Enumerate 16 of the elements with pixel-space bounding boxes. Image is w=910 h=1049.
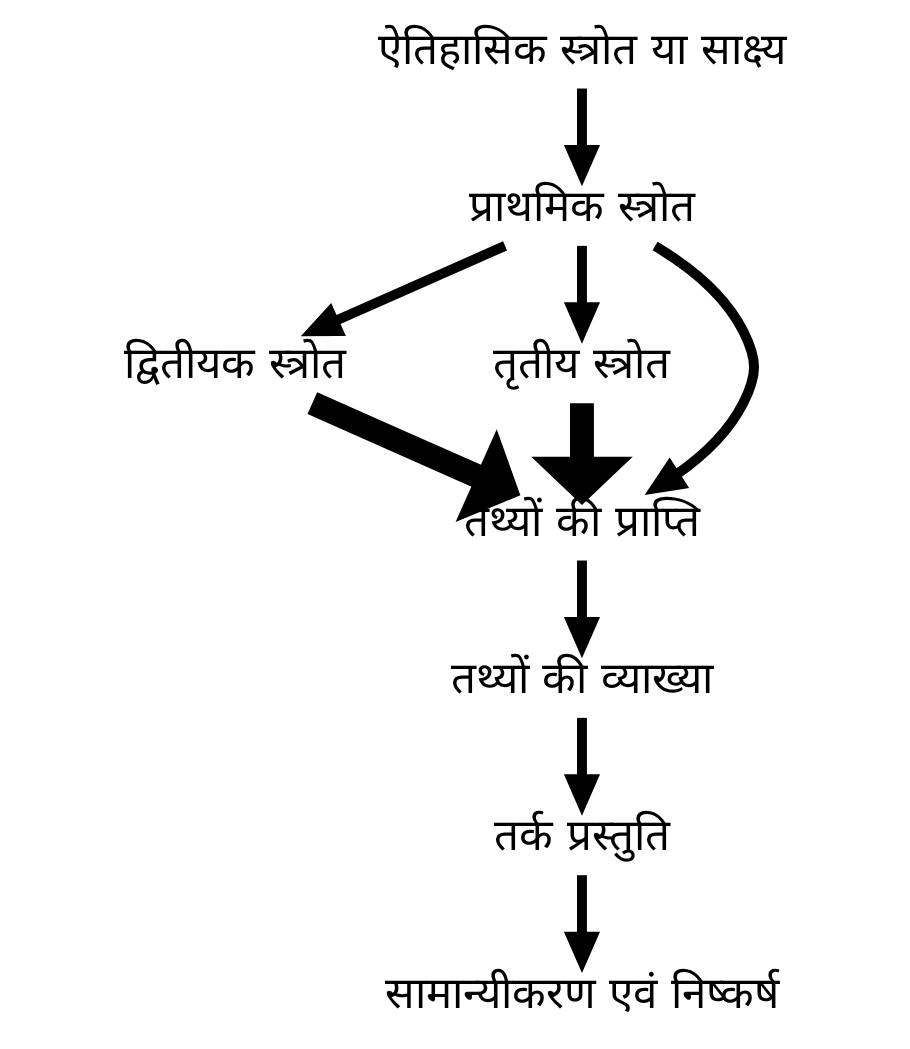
arrow (563, 88, 600, 187)
node-text: तथ्यों की व्याख्या (450, 651, 713, 703)
node-text: तर्क प्रस्तुति (493, 809, 670, 861)
arrow (563, 560, 600, 659)
node-text: ऐतिहासिक स्त्रोत या साक्ष्य (377, 22, 786, 74)
node-text: द्वितीयक स्त्रोत (123, 337, 346, 389)
arrow (563, 717, 600, 816)
arrow (563, 245, 600, 344)
arrow (563, 875, 600, 973)
node-text: तृतीय स्त्रोत (493, 337, 670, 389)
arrow (300, 241, 507, 337)
arrow (307, 392, 520, 523)
node-text: सामान्यीकरण एवं निष्कर्ष (384, 966, 779, 1018)
arrow (644, 241, 759, 495)
node-text: प्राथमिक स्त्रोत (468, 179, 695, 231)
arrow (530, 403, 633, 506)
